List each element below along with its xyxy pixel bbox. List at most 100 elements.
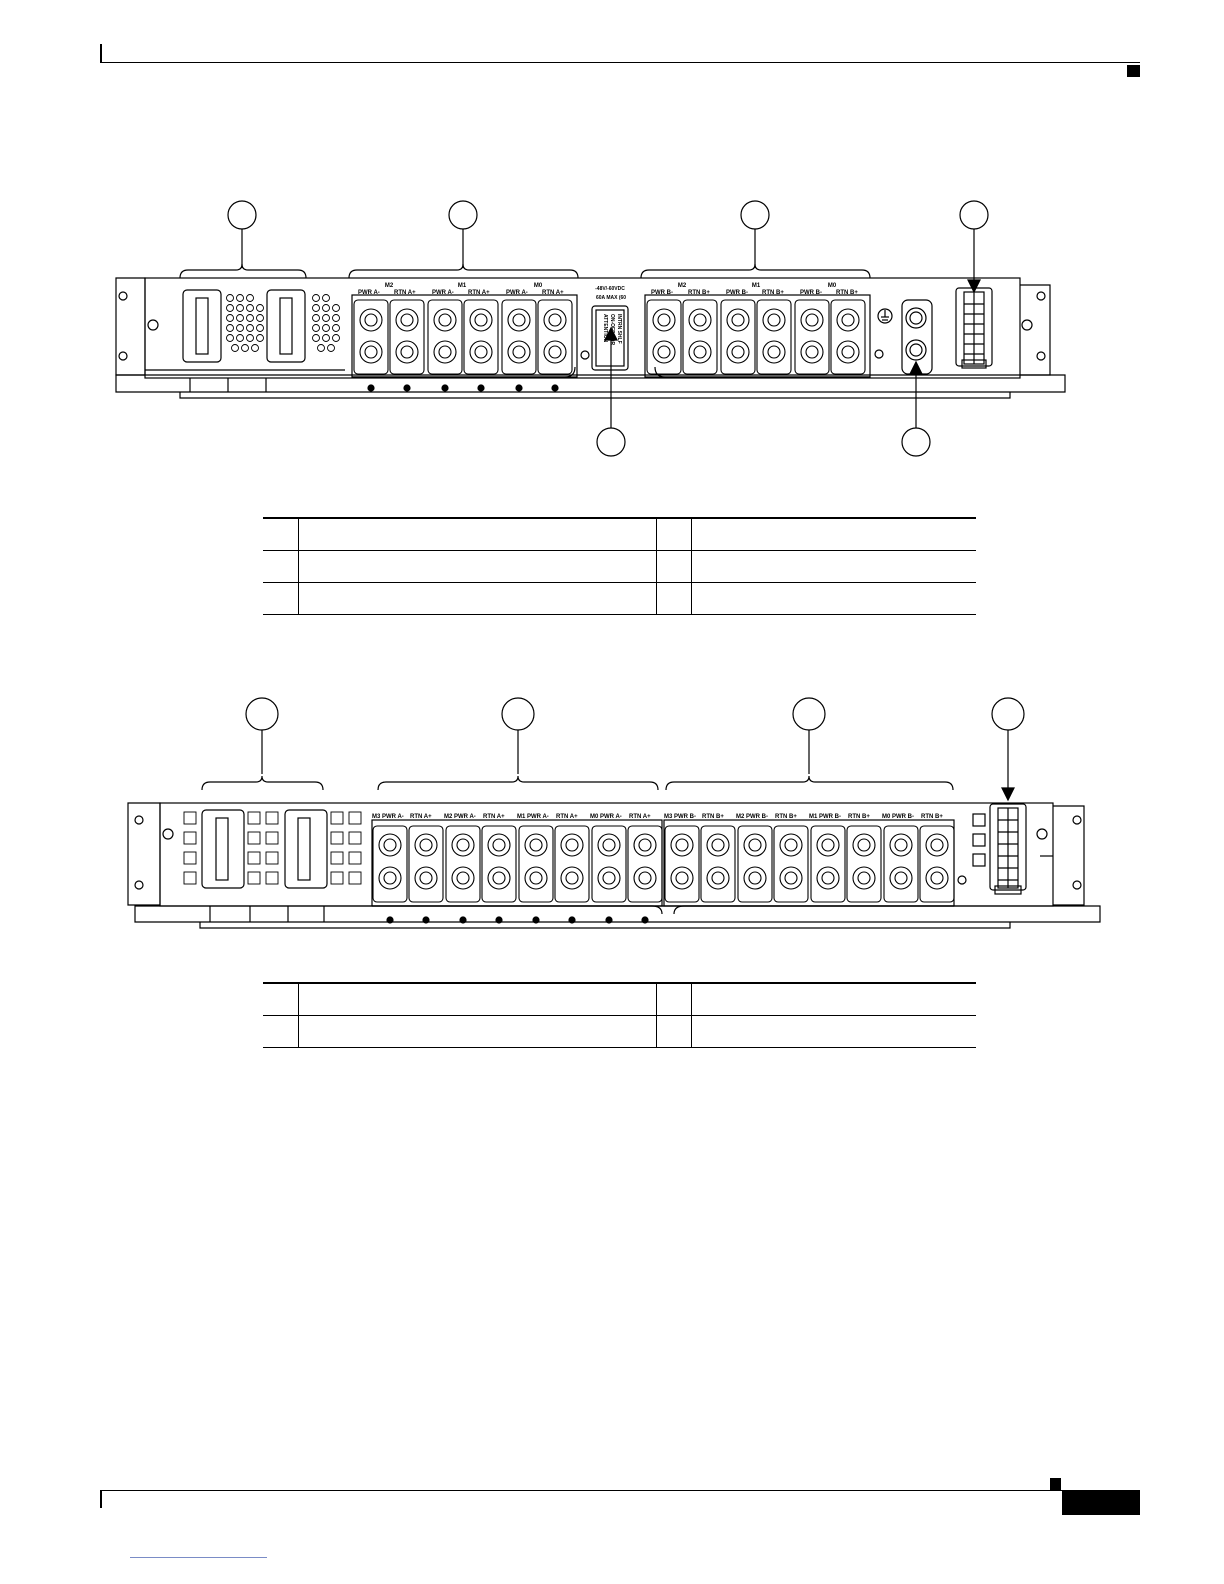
table-row: [263, 517, 976, 551]
label-m1-b: M1: [752, 283, 761, 289]
legend-number: [656, 550, 692, 583]
label-b-8: RTN B+: [921, 814, 943, 820]
footer-rule: [100, 1490, 1062, 1491]
callout-1: [227, 200, 257, 230]
label-a-2: RTN A+: [410, 814, 432, 820]
label-a-1: M3 PWR A-: [372, 814, 404, 820]
legend-table-2: [263, 982, 976, 1048]
label-b-5: M1 PWR B-: [809, 814, 841, 820]
terminal-block-a: [371, 819, 663, 924]
legend-description: [298, 982, 657, 1016]
label-b-7: M0 PWR B-: [882, 814, 914, 820]
label-pwr-b-1: PWR B-: [651, 290, 673, 296]
label-b-4: RTN B+: [775, 814, 797, 820]
legend-description: [691, 582, 976, 615]
figure-2-pdu-front-panel: M3 PWR A- RTN A+ M2 PWR A- RTN A+ M1 PWR…: [127, 697, 1101, 929]
label-pwr-a-2: PWR A-: [432, 290, 454, 296]
terminal-block-a: [351, 294, 578, 392]
legend-number: [263, 582, 299, 615]
label-pwr-b-2: PWR B-: [726, 290, 748, 296]
table-row: [263, 1015, 976, 1048]
terminal-block-b: [644, 294, 871, 378]
legend-table-1: [263, 517, 976, 615]
legend-number: [656, 517, 692, 551]
table-row: [263, 582, 976, 615]
footer-marker: [1050, 1478, 1061, 1490]
callout-2: [501, 697, 535, 731]
connector-section: [145, 289, 345, 392]
label-b-6: RTN B+: [848, 814, 870, 820]
callout-6: [901, 427, 931, 457]
label-b-3: M2 PWR B-: [736, 814, 768, 820]
label-a-8: RTN A+: [629, 814, 651, 820]
braces: [179, 263, 871, 279]
callout-4: [991, 697, 1025, 731]
legend-description: [691, 517, 976, 551]
legend-description: [691, 1015, 976, 1048]
table-row: [263, 982, 976, 1016]
header-marker: [1127, 65, 1140, 77]
label-rtn-a-3: RTN A+: [542, 290, 564, 296]
legend-description: [298, 550, 657, 583]
callout-2: [448, 200, 478, 230]
label-m0-a: M0: [534, 283, 543, 289]
label-m2-a: M2: [385, 283, 394, 289]
legend-number: [656, 582, 692, 615]
legend-description: [298, 517, 657, 551]
footer-link[interactable]: [130, 1557, 267, 1558]
table-row: [263, 550, 976, 583]
label-a-4: RTN A+: [483, 814, 505, 820]
label-m2-b: M2: [678, 283, 687, 289]
label-m0-b: M0: [828, 283, 837, 289]
leader-lines: [241, 229, 981, 428]
label-pwr-b-3: PWR B-: [800, 290, 822, 296]
callout-5: [596, 427, 626, 457]
ground-studs: [874, 299, 933, 375]
label-rating-2: 60A MAX (60: [596, 295, 626, 301]
legend-description: [298, 1015, 657, 1048]
legend-description: [691, 550, 976, 583]
label-b-2: RTN B+: [702, 814, 724, 820]
label-rtn-b-3: RTN B+: [836, 290, 858, 296]
label-attention-1: ATTENTION: [602, 314, 608, 343]
label-rtn-b-2: RTN B+: [762, 290, 784, 296]
legend-number: [656, 982, 692, 1016]
chassis: [115, 277, 1066, 399]
legend-description: [691, 982, 976, 1016]
label-rating-1: -48V/-60VDC: [595, 286, 625, 292]
terminal-block-b: [663, 813, 986, 915]
label-pwr-a-1: PWR A-: [358, 290, 380, 296]
legend-description: [298, 582, 657, 615]
label-rtn-a-2: RTN A+: [468, 290, 490, 296]
callout-4: [959, 200, 989, 230]
footer-tick: [100, 1491, 102, 1508]
label-a-5: M1 PWR A-: [517, 814, 549, 820]
label-a-3: M2 PWR A-: [444, 814, 476, 820]
breaker: [580, 305, 629, 371]
label-attention-2: ON-OFF FOR: [609, 314, 615, 345]
callout-1: [245, 697, 279, 731]
legend-number: [656, 1015, 692, 1048]
alarm-connector: [989, 803, 1027, 895]
legend-number: [263, 1015, 299, 1048]
legend-number: [263, 517, 299, 551]
alarm-connector: [955, 287, 993, 369]
label-attention-3: INTRN SHLF: [616, 314, 622, 344]
label-pwr-a-3: PWR A-: [506, 290, 528, 296]
page-number-tab: [1062, 1490, 1140, 1515]
legend-number: [263, 550, 299, 583]
label-rtn-b-1: RTN B+: [688, 290, 710, 296]
label-b-1: M3 PWR B-: [664, 814, 696, 820]
legend-number: [263, 982, 299, 1016]
leader-lines: [261, 730, 1015, 802]
connector-section: [183, 809, 362, 922]
header-tick: [100, 44, 102, 63]
label-a-7: M0 PWR A-: [590, 814, 622, 820]
label-rtn-a-1: RTN A+: [394, 290, 416, 296]
braces: [201, 775, 954, 791]
figure-1-pdu-front-panel: M2 M1 M0 PWR A- RTN A+ PWR A- RTN A+ PWR…: [115, 200, 1066, 457]
callout-circles: [245, 697, 1025, 731]
label-m1-a: M1: [458, 283, 467, 289]
label-a-6: RTN A+: [556, 814, 578, 820]
callout-3: [740, 200, 770, 230]
